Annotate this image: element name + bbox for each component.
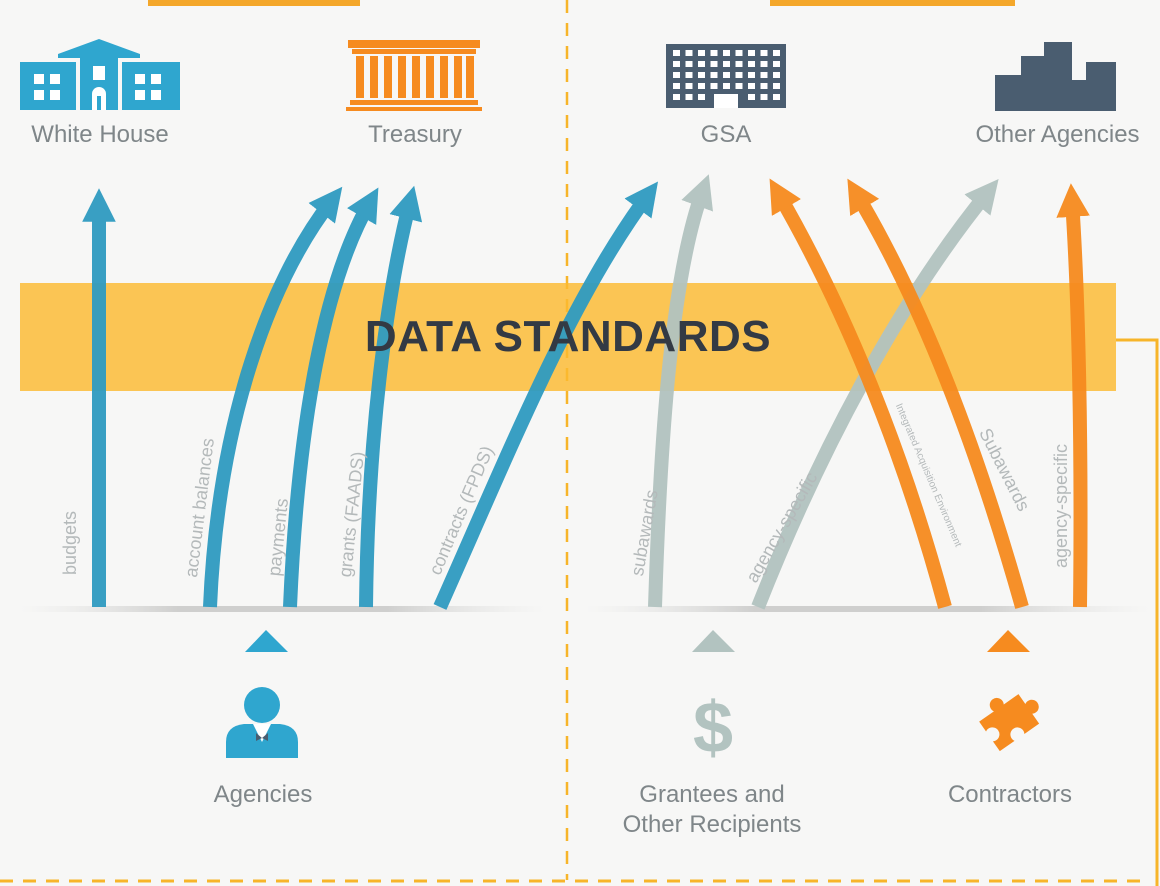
right-connector-line (1116, 338, 1159, 886)
agencies-shelf (20, 606, 545, 612)
flow-label-agency-specific-contractors: agency-specific (1051, 443, 1071, 568)
other-agencies-label: Other Agencies (975, 121, 1140, 148)
grantees-triangle (692, 630, 735, 652)
arrow-iae (769, 178, 952, 609)
header-fragment-right (770, 0, 1015, 6)
other-agencies-icon (995, 42, 1116, 111)
dollar-icon: $ (693, 688, 733, 768)
white-house-label: White House (31, 121, 169, 148)
agencies-triangle (245, 630, 288, 652)
white-house-icon (20, 39, 180, 110)
svg-text:$: $ (693, 688, 733, 768)
treasury-icon (346, 40, 482, 111)
arrow-agency-specific-contractors (1056, 183, 1090, 608)
arrow-payments (283, 187, 379, 608)
person-icon (226, 687, 298, 758)
treasury-label: Treasury (368, 121, 462, 148)
arrow-subawards-grantees (648, 174, 714, 608)
grantees-label: Grantees and Other Recipients (622, 781, 802, 838)
arrow-account-balances (203, 186, 343, 608)
contractors-triangle (987, 630, 1030, 652)
gsa-label: GSA (700, 121, 752, 148)
header-fragment-left (148, 0, 360, 6)
arrow-grants (359, 185, 423, 608)
recipients-shelf (585, 606, 1150, 612)
arrows-front-layer (82, 174, 1090, 610)
arrow-subawards-contractors (847, 178, 1029, 609)
contractors-label: Contractors (947, 781, 1073, 808)
arrow-contracts (433, 181, 659, 610)
gsa-building-icon (666, 44, 786, 108)
agencies-label: Agencies (213, 781, 313, 808)
flow-label-budgets: budgets (60, 510, 80, 575)
puzzle-piece-icon (979, 694, 1040, 752)
